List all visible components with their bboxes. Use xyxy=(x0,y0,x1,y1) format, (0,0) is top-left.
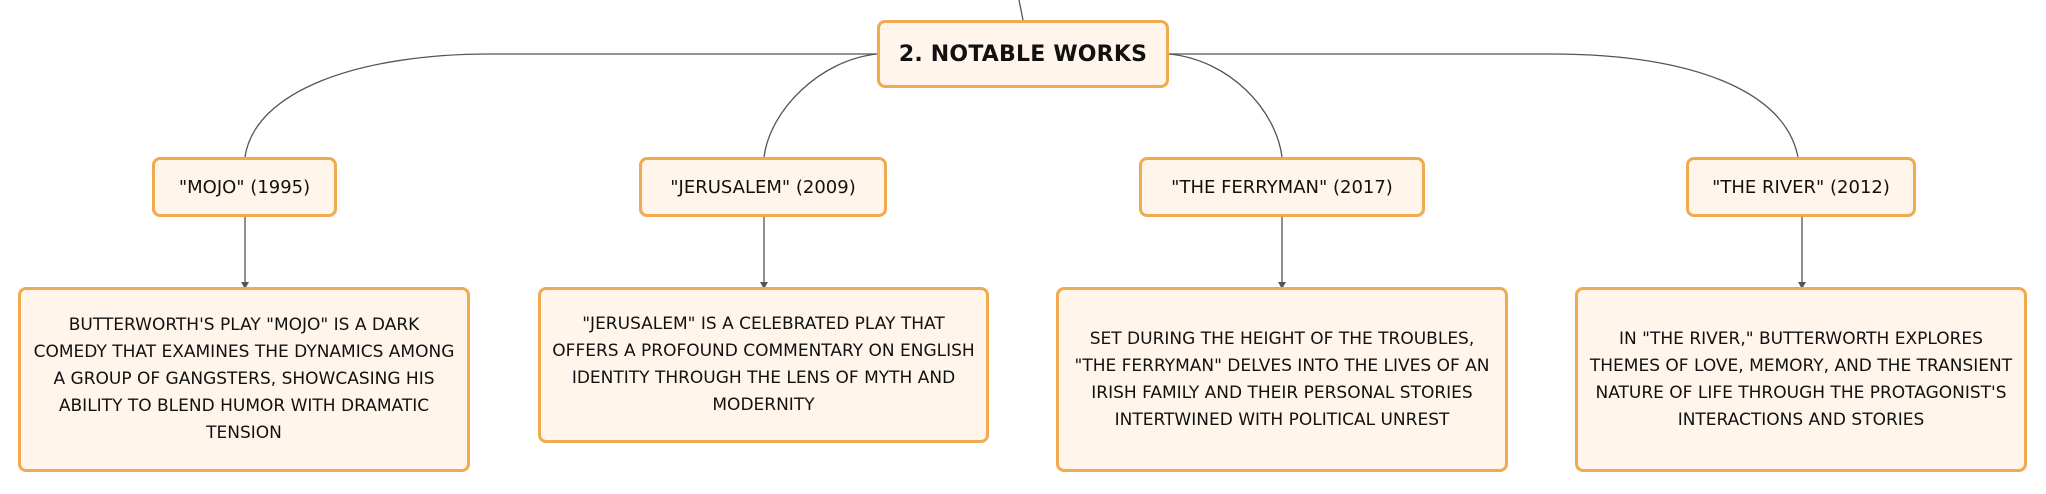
description-node-jerusalem[interactable]: "JERUSALEM" IS A CELEBRATED PLAY THAT OF… xyxy=(538,287,989,443)
arrowhead-mojo xyxy=(241,282,249,289)
work-node-mojo[interactable]: "MOJO" (1995) xyxy=(152,157,337,217)
connector-root-to-jerusalem xyxy=(763,53,878,158)
connector-root-to-ferryman xyxy=(1168,53,1283,158)
connector-root-to-river xyxy=(1169,53,1799,158)
arrowhead-jerusalem xyxy=(760,282,768,289)
work-node-title: "MOJO" (1995) xyxy=(178,176,311,198)
root-node-label: 2. NOTABLE WORKS xyxy=(898,41,1148,67)
description-text: "JERUSALEM" IS A CELEBRATED PLAY THAT OF… xyxy=(552,314,975,415)
arrowhead-river xyxy=(1798,282,1806,289)
work-node-the-ferryman[interactable]: "THE FERRYMAN" (2017) xyxy=(1139,157,1425,217)
work-node-jerusalem[interactable]: "JERUSALEM" (2009) xyxy=(639,157,887,217)
description-node-mojo[interactable]: BUTTERWORTH'S PLAY "MOJO" IS A DARK COME… xyxy=(18,287,470,472)
connector-parent-to-root xyxy=(1018,0,1024,21)
root-node-notable-works[interactable]: 2. NOTABLE WORKS xyxy=(877,20,1169,88)
description-text: IN "THE RIVER," BUTTERWORTH EXPLORES THE… xyxy=(1589,328,2013,430)
description-node-the-ferryman[interactable]: SET DURING THE HEIGHT OF THE TROUBLES, "… xyxy=(1056,287,1508,472)
description-node-the-river[interactable]: IN "THE RIVER," BUTTERWORTH EXPLORES THE… xyxy=(1575,287,2027,472)
arrowhead-ferryman xyxy=(1278,282,1286,289)
work-node-title: "THE RIVER" (2012) xyxy=(1712,176,1890,198)
work-node-title: "THE FERRYMAN" (2017) xyxy=(1171,176,1393,198)
connector-root-to-mojo xyxy=(244,53,877,158)
description-text: SET DURING THE HEIGHT OF THE TROUBLES, "… xyxy=(1074,328,1490,430)
work-node-the-river[interactable]: "THE RIVER" (2012) xyxy=(1686,157,1916,217)
description-text: BUTTERWORTH'S PLAY "MOJO" IS A DARK COME… xyxy=(33,315,455,443)
work-node-title: "JERUSALEM" (2009) xyxy=(670,176,856,198)
